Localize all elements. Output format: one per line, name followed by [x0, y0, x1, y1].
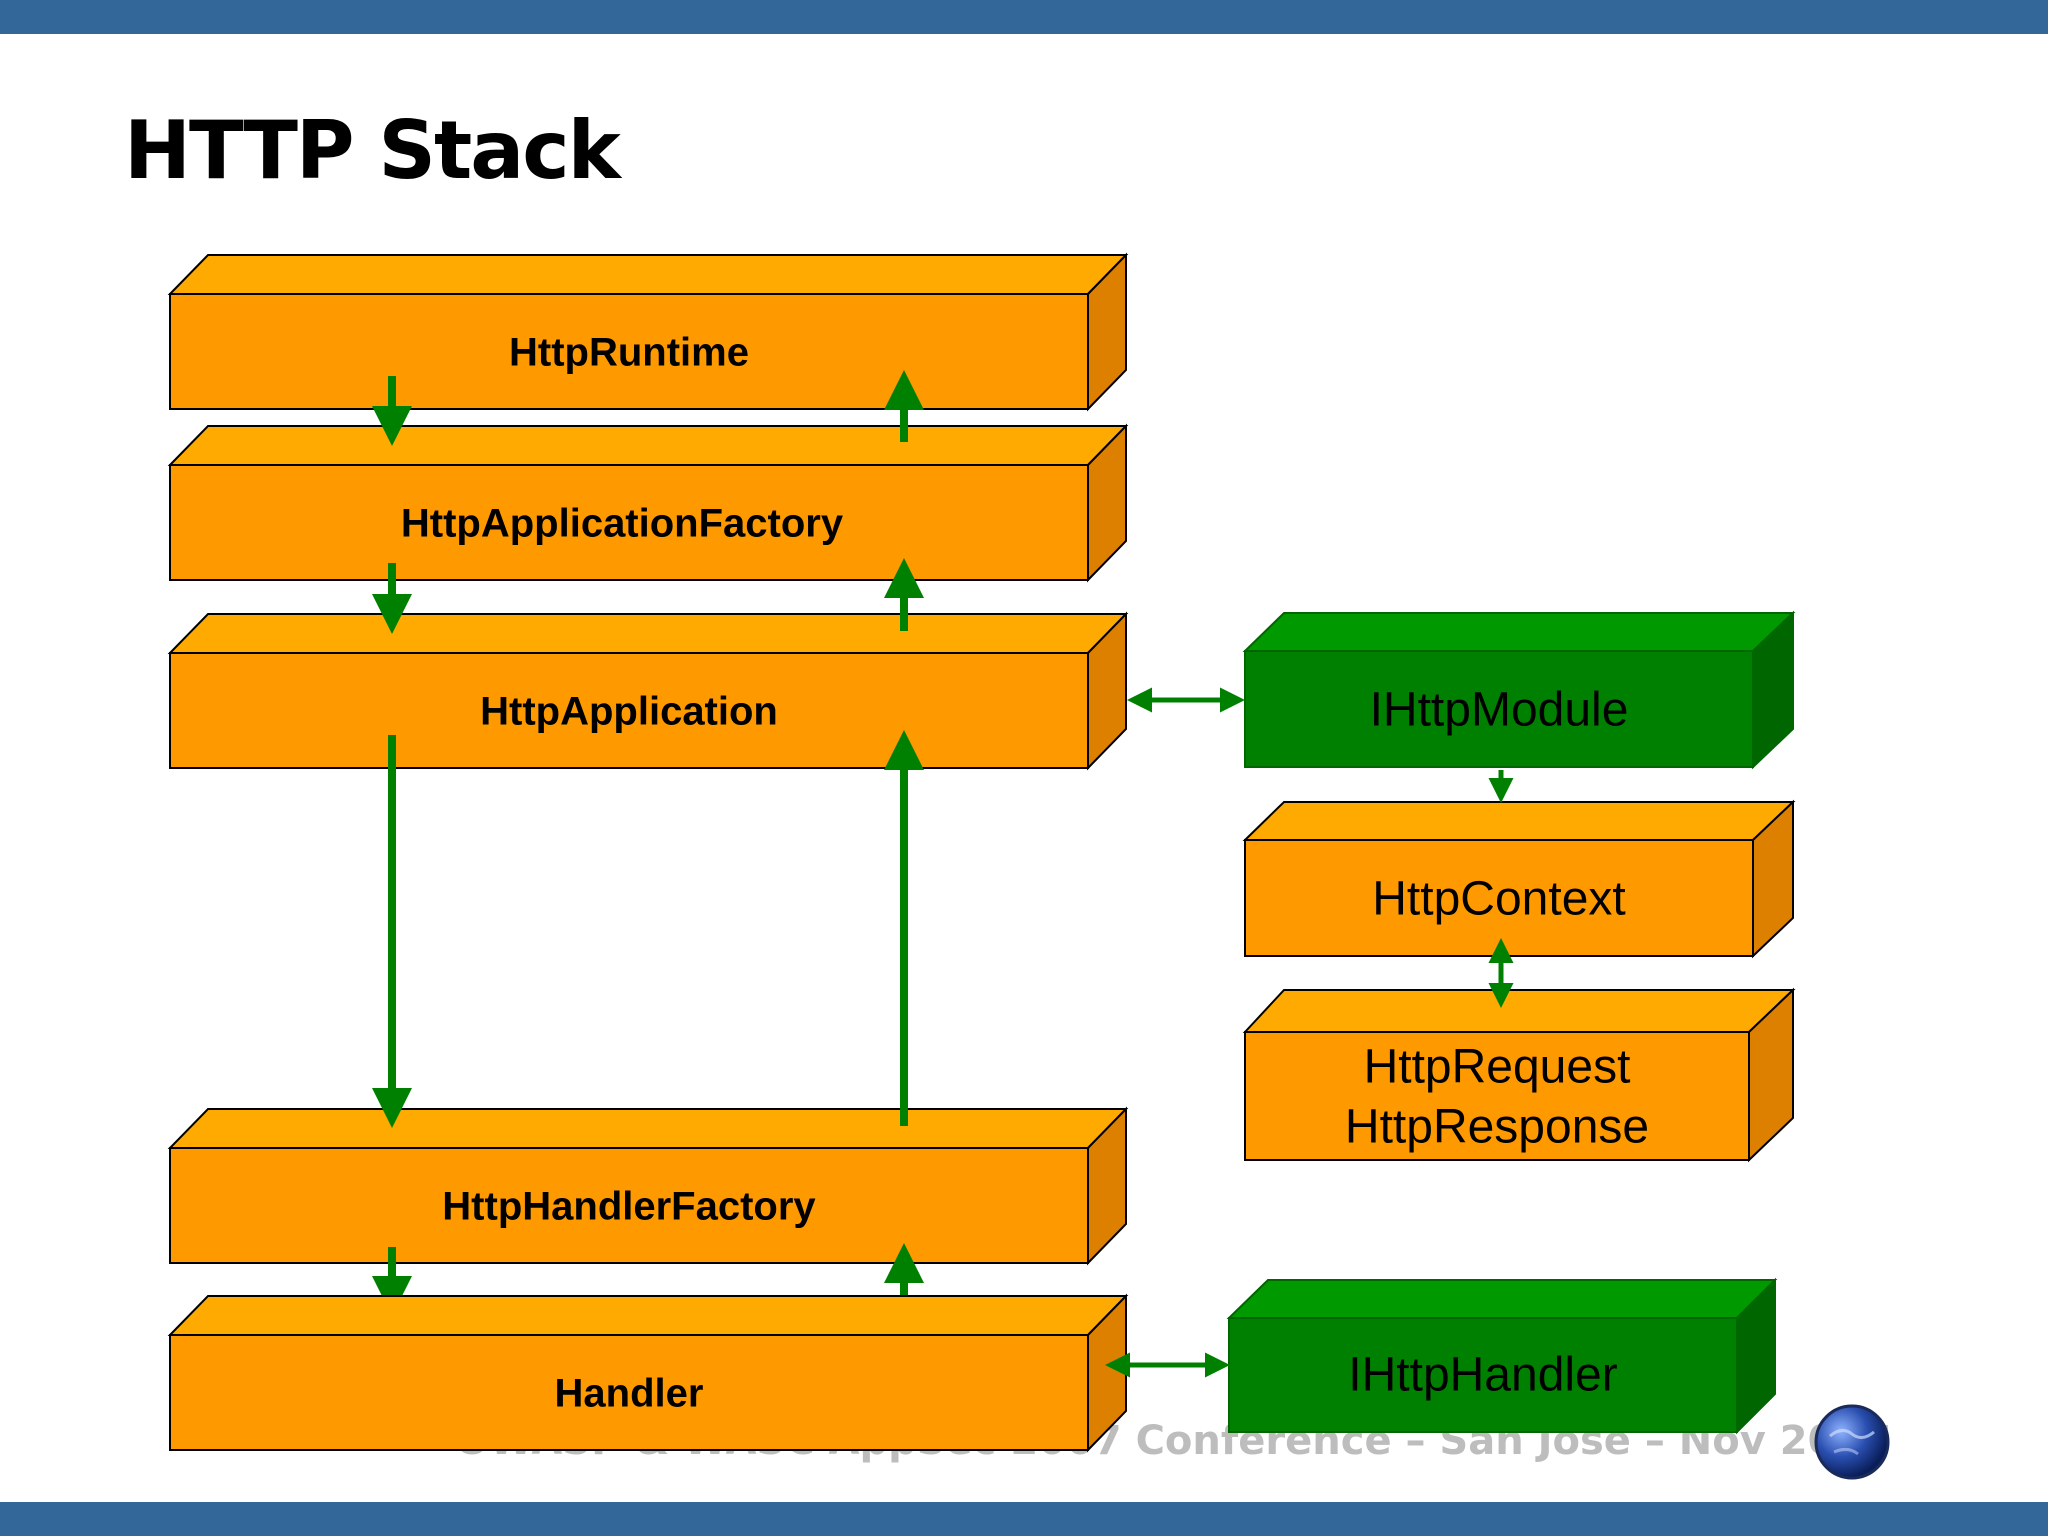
- box-http-handler-factory: HttpHandlerFactory: [167, 1106, 1129, 1266]
- box-http-application: HttpApplication: [167, 611, 1129, 771]
- box-handler: Handler: [167, 1293, 1129, 1453]
- label-http-handler-factory: HttpHandlerFactory: [442, 1185, 816, 1229]
- top-bar: [0, 0, 2048, 34]
- label-ihttp-module: IHttpModule: [1370, 684, 1629, 737]
- box-http-runtime: HttpRuntime: [167, 252, 1129, 412]
- label-http-application-factory: HttpApplicationFactory: [401, 502, 844, 546]
- side-connectors: [1105, 687, 1514, 1378]
- stack-arrows: [372, 370, 924, 1316]
- label-http-application: HttpApplication: [480, 690, 778, 734]
- bottom-bar: [0, 1502, 2048, 1536]
- label-http-request: HttpRequest: [1364, 1041, 1631, 1094]
- box-ihttp-handler: IHttpHandler: [1226, 1277, 1778, 1435]
- box-http-application-factory: HttpApplicationFactory: [167, 423, 1129, 583]
- label-handler: Handler: [555, 1372, 704, 1416]
- slide-title: HTTP Stack: [124, 104, 621, 197]
- label-http-runtime: HttpRuntime: [509, 331, 749, 375]
- box-http-request-response: HttpRequest HttpResponse: [1242, 987, 1796, 1163]
- box-http-context: HttpContext: [1242, 799, 1796, 959]
- label-http-response: HttpResponse: [1345, 1101, 1649, 1154]
- label-http-context: HttpContext: [1372, 873, 1625, 926]
- globe-icon: [1814, 1404, 1890, 1480]
- label-ihttp-handler: IHttpHandler: [1348, 1349, 1617, 1402]
- box-ihttp-module: IHttpModule: [1242, 610, 1796, 770]
